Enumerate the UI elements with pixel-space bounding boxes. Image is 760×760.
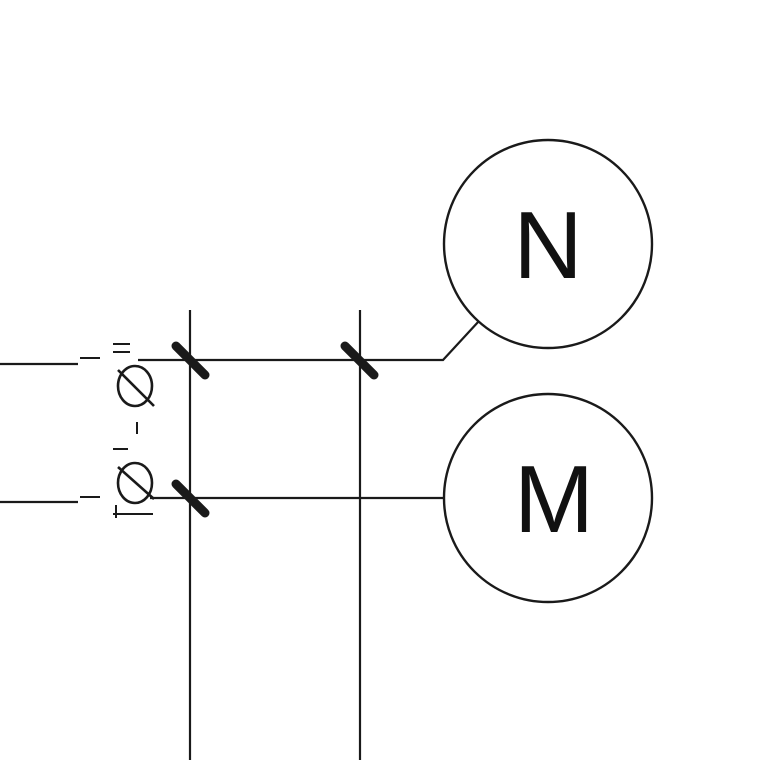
m-circle: M: [442, 392, 654, 604]
connection-mark-left-lower: [171, 479, 210, 518]
m-circle-label: M: [514, 446, 594, 553]
screw-terminal-upper: [116, 364, 155, 408]
wire-to-n-circle: [138, 320, 480, 362]
terminal-block-outline: [80, 343, 153, 518]
n-circle: N: [442, 138, 654, 350]
connection-mark-right-upper: [340, 341, 379, 380]
screw-terminal-lower: [116, 461, 155, 505]
connection-mark-left-upper: [171, 341, 210, 380]
n-circle-label: N: [513, 192, 582, 299]
